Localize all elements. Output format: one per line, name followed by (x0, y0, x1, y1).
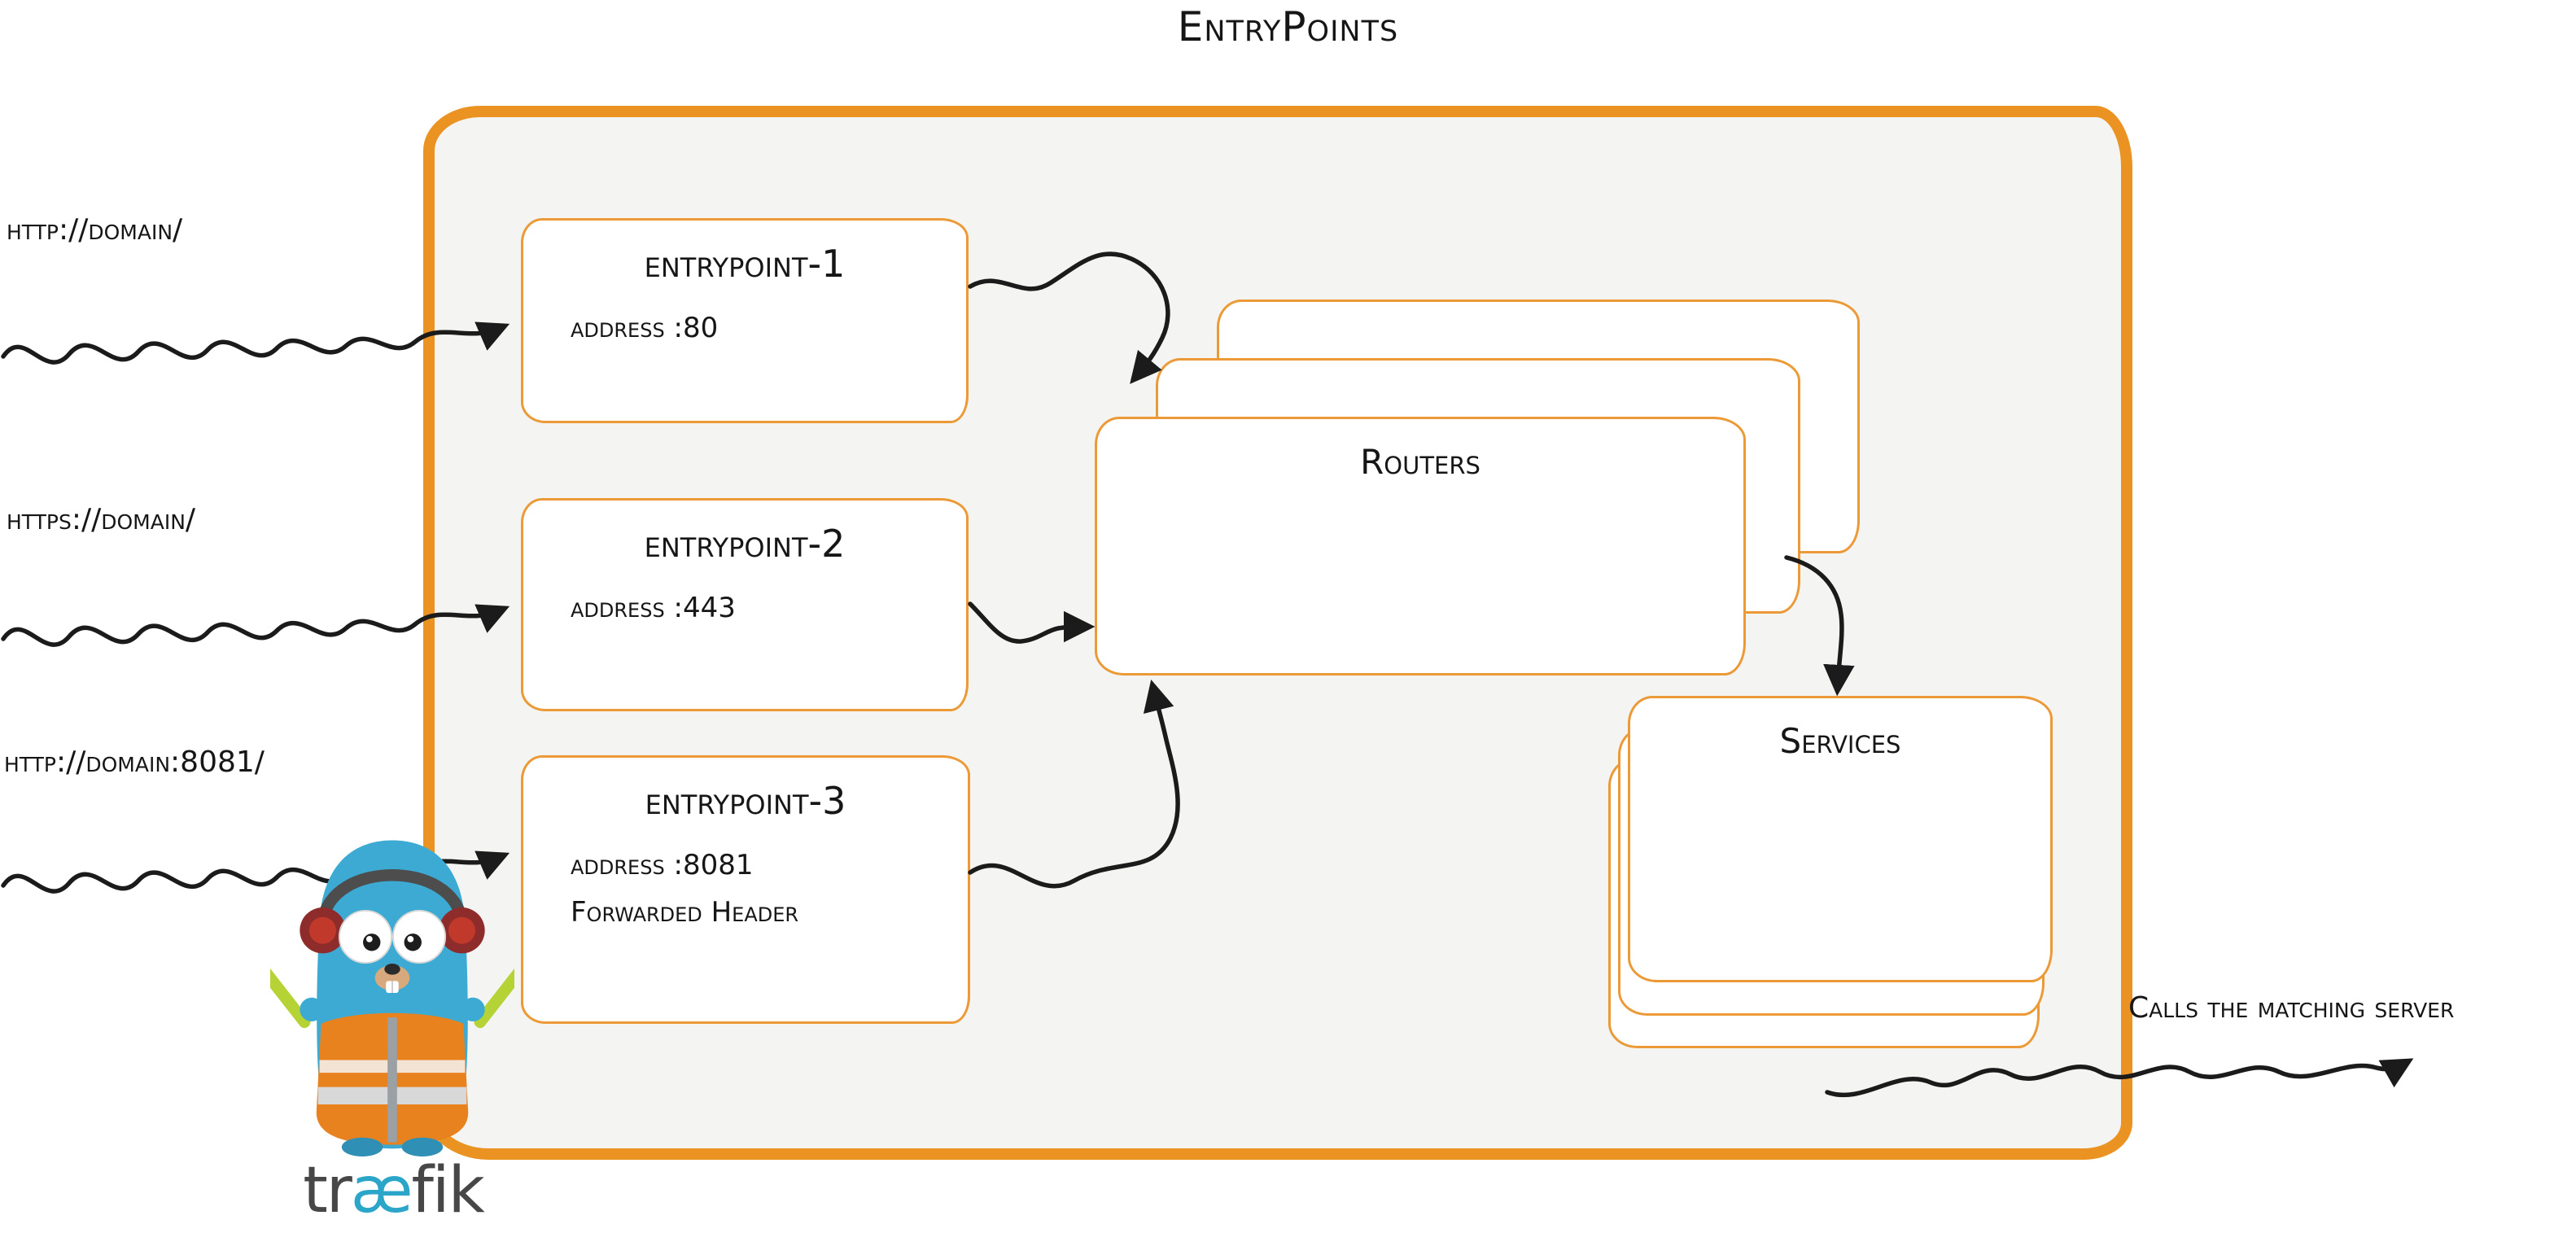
entrypoint-2-address: address :443 (571, 592, 736, 624)
traefik-gopher-logo (270, 840, 514, 1157)
gopher-feet (341, 1137, 444, 1157)
wordmark-prefix: tr (303, 1154, 352, 1227)
entrypoint-3-card: entrypoint-3 address :8081 Forwarded Hea… (521, 755, 970, 1024)
gopher-muzzle (374, 964, 410, 993)
entrypoint-2-card: entrypoint-2 address :443 (521, 498, 969, 711)
gopher-arms (300, 997, 485, 1021)
entrypoint-1-name: entrypoint-1 (644, 242, 846, 286)
entrypoint-1-card: entrypoint-1 address :80 (521, 218, 969, 423)
entrypoint-2-name: entrypoint-2 (644, 522, 846, 566)
request-label-https: https://domain/ (7, 503, 196, 536)
request-label-http-8081: http://domain:8081/ (4, 745, 265, 779)
entrypoint-3-name: entrypoint-3 (645, 779, 846, 823)
entrypoint-3-address: address :8081 (571, 849, 754, 881)
ear-muffs-icon (300, 907, 485, 954)
services-box: Services (1628, 696, 2053, 982)
outgoing-caption: Calls the matching server (2128, 991, 2455, 1025)
entrypoint-3-forwarded-header: Forwarded Header (571, 895, 799, 929)
traefik-wordmark: træfik (259, 1154, 527, 1227)
services-label: Services (1779, 721, 1901, 761)
wordmark-ligature: æ (350, 1154, 413, 1227)
glow-sticks (270, 953, 514, 1029)
routers-box: Routers (1095, 417, 1746, 676)
routers-label: Routers (1360, 442, 1480, 482)
gopher-eyes (338, 909, 447, 964)
entrypoint-1-address: address :80 (571, 312, 719, 344)
safety-vest-icon (316, 1012, 469, 1145)
request-label-http: http://domain/ (7, 213, 183, 247)
wordmark-suffix: fik (411, 1154, 484, 1227)
diagram-title: EntryPoints (1177, 3, 1399, 50)
